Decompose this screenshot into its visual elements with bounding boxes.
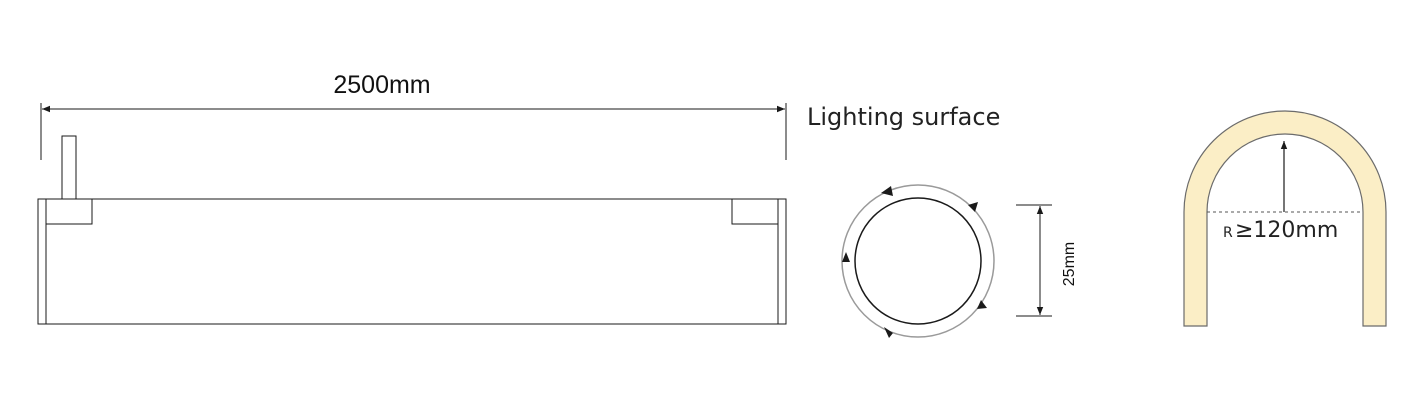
diameter-label: 25mm bbox=[1061, 242, 1078, 286]
cable-stub bbox=[61, 135, 77, 200]
bend-radius-view: R ≥120mm bbox=[1183, 110, 1387, 327]
diameter-dimension: 25mm bbox=[1016, 204, 1078, 317]
lighting-surface-label: Lighting surface bbox=[807, 103, 1000, 131]
ring-arrow-left bbox=[842, 252, 850, 262]
ring-arrow-bottom bbox=[884, 327, 893, 338]
bent-tube-shape bbox=[1183, 110, 1387, 327]
profile-body bbox=[37, 198, 787, 325]
end-plug-right bbox=[731, 198, 779, 225]
ring-arrow-top bbox=[881, 186, 893, 196]
length-label: 2500mm bbox=[333, 71, 430, 99]
ring-direction-arrows bbox=[842, 186, 987, 338]
end-plug-left bbox=[45, 198, 93, 225]
cross-section-view: Lighting surface 25mm bbox=[807, 103, 1078, 338]
ring-arrow-right-top bbox=[968, 202, 978, 212]
radius-prefix-label: R bbox=[1223, 225, 1233, 241]
side-view: 2500mm bbox=[37, 71, 787, 325]
length-dimension: 2500mm bbox=[40, 71, 787, 160]
ring-arrow-right-bottom bbox=[977, 300, 987, 309]
inner-ring bbox=[854, 197, 982, 325]
radius-value-label: ≥120mm bbox=[1235, 218, 1338, 243]
